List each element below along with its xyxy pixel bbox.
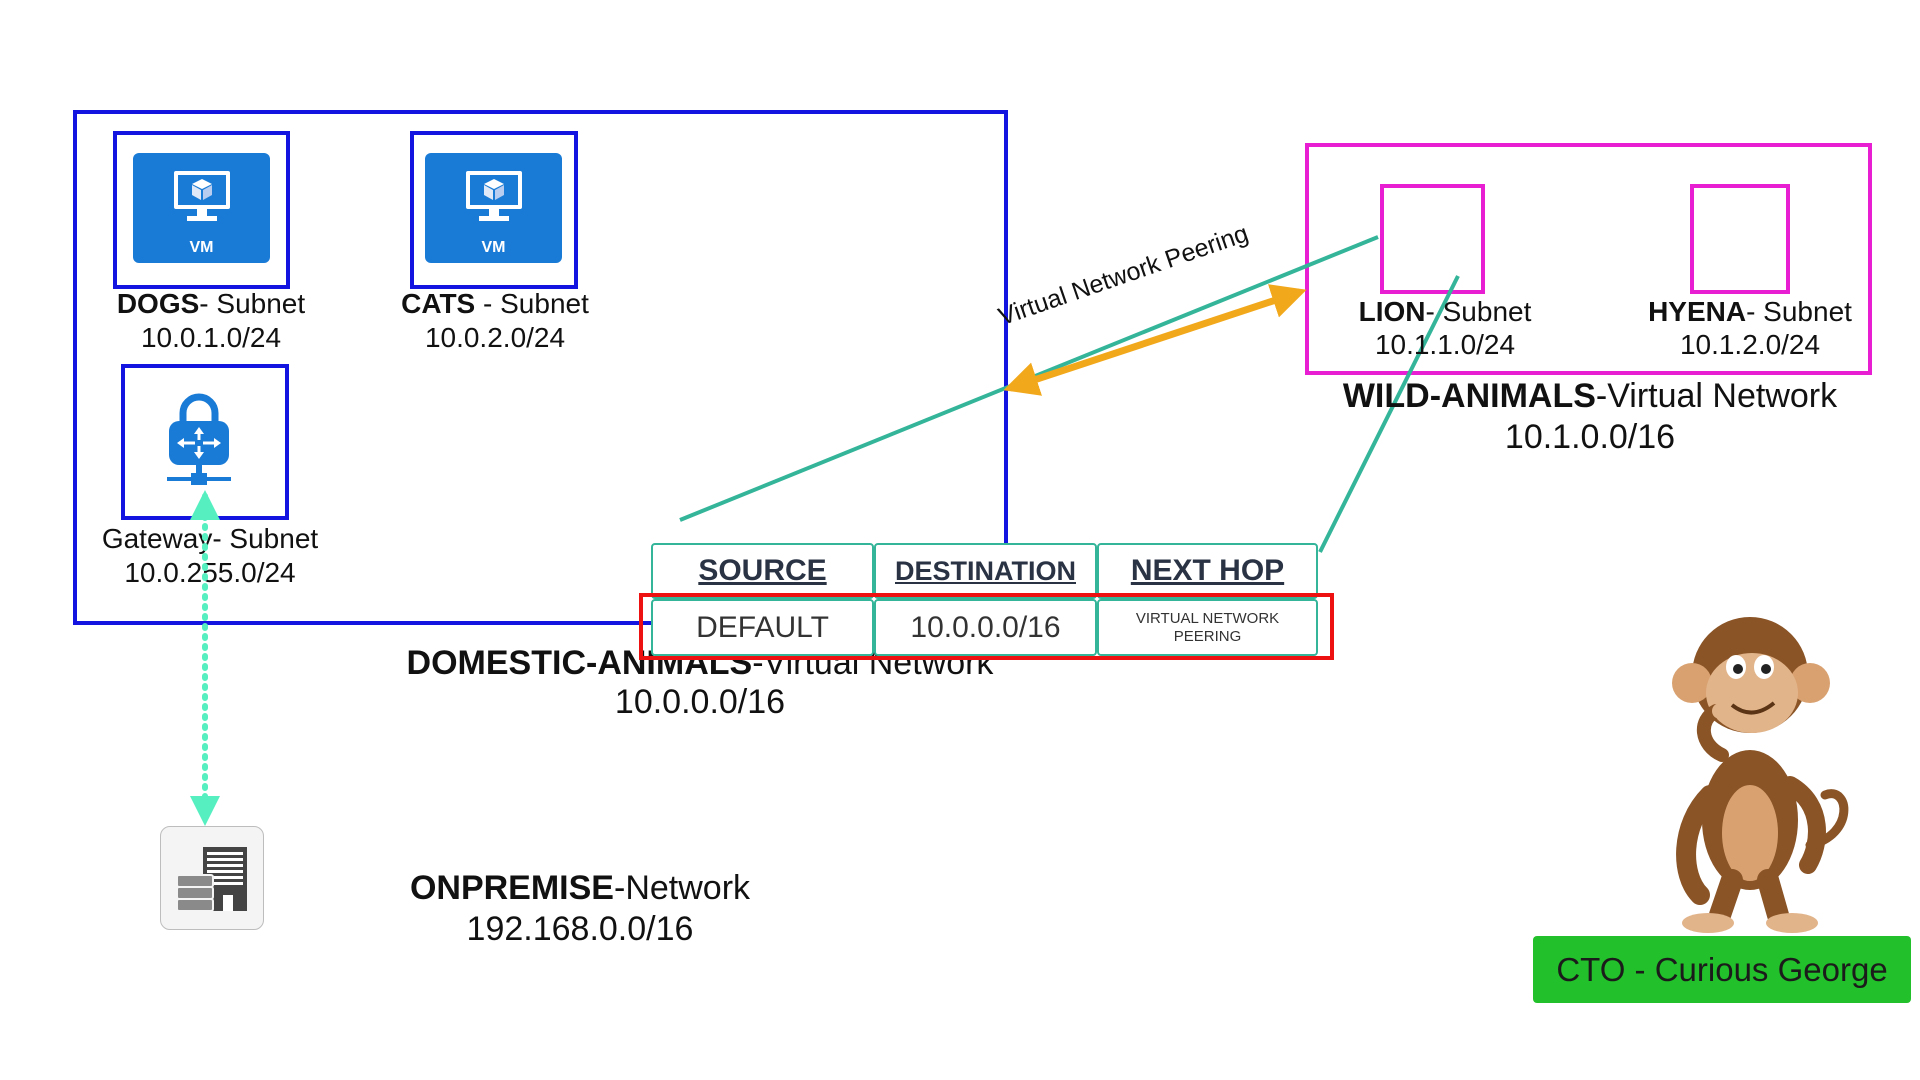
route-header-source: SOURCE — [651, 543, 874, 599]
hyena-subnet-name: HYENA — [1648, 296, 1747, 327]
peering-arrow — [1003, 284, 1307, 396]
hyena-subnet-box — [1690, 184, 1790, 294]
cats-subnet-name: CATS — [401, 288, 476, 319]
route-header-next-hop: NEXT HOP — [1097, 543, 1318, 599]
route-header-destination: DESTINATION — [874, 543, 1097, 599]
cto-badge: CTO - Curious George — [1533, 936, 1911, 1003]
vpn-gateway-icon[interactable] — [163, 393, 235, 491]
monkey-icon — [1672, 617, 1849, 933]
dogs-subnet-name: DOGS — [116, 288, 200, 319]
onprem-cidr: 192.168.0.0/16 — [466, 910, 694, 948]
datacenter-icon — [176, 847, 247, 912]
dogs-subnet-box — [113, 131, 290, 289]
onprem-suffix: -Network — [614, 869, 751, 907]
onprem-title: ONPREMISE-Network — [330, 868, 830, 909]
lion-subnet-name: LION — [1358, 296, 1426, 327]
lion-subnet-label: LION- Subnet — [1325, 295, 1565, 329]
vm-icon — [465, 171, 522, 221]
wild-vnet-title: WILD-ANIMALS-Virtual Network — [1290, 376, 1890, 417]
wild-vnet-cidr: 10.1.0.0/16 — [1504, 418, 1676, 456]
route-cell-destination: 10.0.0.0/16 — [874, 599, 1097, 656]
cats-subnet-suffix: - Subnet — [475, 288, 589, 319]
dogs-subnet-suffix: - Subnet — [199, 288, 306, 319]
route-connector-line — [1318, 275, 1460, 553]
wild-vnet-suffix: -Virtual Network — [1595, 377, 1838, 415]
cats-subnet-label: CATS - Subnet — [380, 287, 610, 321]
vm-icon — [173, 171, 230, 221]
cats-vm-tile[interactable]: VM — [425, 153, 562, 263]
hyena-subnet-suffix: - Subnet — [1746, 296, 1852, 327]
lion-subnet-box — [1380, 184, 1485, 294]
cats-subnet-cidr: 10.0.2.0/24 — [424, 322, 566, 353]
vm-label: VM — [189, 239, 214, 256]
hyena-subnet-cidr: 10.1.2.0/24 — [1679, 329, 1821, 360]
dogs-subnet-label: DOGS- Subnet — [96, 287, 326, 321]
route-highlight — [639, 593, 1334, 660]
route-cell-next-hop: VIRTUAL NETWORK PEERING — [1097, 599, 1318, 656]
route-cell-source: DEFAULT — [651, 599, 874, 656]
lion-subnet-suffix: - Subnet — [1425, 296, 1532, 327]
wild-vnet-box — [1305, 143, 1872, 375]
cats-subnet-box — [410, 131, 578, 289]
onprem-tile[interactable] — [160, 826, 264, 930]
dogs-vm-tile[interactable]: VM — [133, 153, 270, 263]
wild-vnet-name: WILD-ANIMALS — [1342, 377, 1596, 415]
onprem-name: ONPREMISE — [409, 869, 614, 907]
dogs-subnet-cidr: 10.0.1.0/24 — [140, 322, 282, 353]
vm-label: VM — [481, 239, 506, 256]
lion-subnet-cidr: 10.1.1.0/24 — [1374, 329, 1516, 360]
domestic-vnet-cidr: 10.0.0.0/16 — [614, 683, 786, 721]
hyena-subnet-label: HYENA- Subnet — [1620, 295, 1880, 329]
